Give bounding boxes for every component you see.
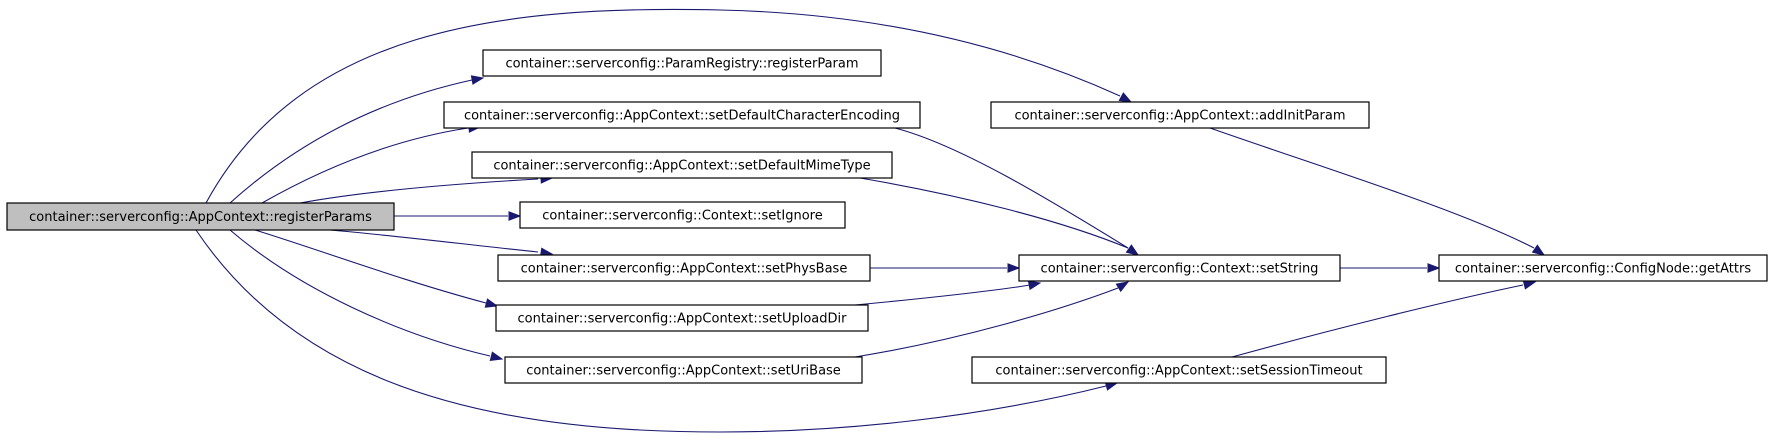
edge-line <box>854 284 1031 306</box>
edge-registerParams-to-setPhysBase <box>329 229 554 258</box>
edge-registerParams-to-setDefaultCharacterEncoding <box>261 123 482 204</box>
edge-line <box>205 8 1121 204</box>
arrowhead-icon <box>1125 244 1140 256</box>
node-box[interactable] <box>519 201 846 229</box>
node-label: container::serverconfig::AppContext::add… <box>1014 109 1345 124</box>
edge-setString-to-getAttrs <box>1340 263 1441 273</box>
edge-setDefaultMimeType-to-setString <box>859 177 1140 256</box>
edge-line <box>229 229 491 357</box>
node-box[interactable] <box>1438 254 1768 282</box>
node-registerParams[interactable]: container::serverconfig::AppContext::reg… <box>6 202 395 231</box>
edge-registerParams-to-setDefaultMimeType <box>299 173 554 204</box>
arrowhead-icon <box>470 75 485 85</box>
node-registerParam[interactable]: container::serverconfig::ParamRegistry::… <box>482 49 882 77</box>
edge-line <box>254 229 487 304</box>
node-label: container::serverconfig::AppContext::set… <box>521 262 848 277</box>
edge-registerParams-to-registerParam <box>229 75 485 204</box>
node-box[interactable] <box>990 101 1370 129</box>
node-label: container::serverconfig::Context::setIgn… <box>542 209 822 224</box>
edge-line <box>329 229 539 253</box>
edge-line <box>1231 284 1524 358</box>
node-setUploadDir[interactable]: container::serverconfig::AppContext::set… <box>495 304 869 332</box>
node-setPhysBase[interactable]: container::serverconfig::AppContext::set… <box>497 254 871 282</box>
node-box[interactable] <box>482 49 882 77</box>
arrowhead-icon <box>508 211 522 221</box>
node-label: container::serverconfig::ConfigNode::get… <box>1455 262 1751 277</box>
node-box[interactable] <box>443 101 921 129</box>
node-box[interactable] <box>6 202 395 231</box>
edge-setUriBase-to-setString <box>854 281 1130 358</box>
arrowhead-icon <box>489 351 504 361</box>
node-addInitParam[interactable]: container::serverconfig::AppContext::add… <box>990 101 1370 129</box>
arrowhead-icon <box>1027 280 1042 291</box>
edge-line <box>299 178 539 204</box>
call-nodes: container::serverconfig::AppContext::reg… <box>6 49 1768 384</box>
edge-addInitParam-to-getAttrs <box>1209 127 1546 256</box>
node-label: container::serverconfig::AppContext::set… <box>464 109 900 124</box>
node-box[interactable] <box>1018 254 1341 282</box>
node-box[interactable] <box>971 356 1387 384</box>
node-setIgnore[interactable]: container::serverconfig::Context::setIgn… <box>519 201 846 229</box>
node-setUriBase[interactable]: container::serverconfig::AppContext::set… <box>504 356 863 384</box>
arrowhead-icon <box>1118 92 1133 103</box>
edge-line <box>859 177 1129 249</box>
node-setDefaultCharacterEncoding[interactable]: container::serverconfig::AppContext::set… <box>443 101 921 129</box>
arrowhead-icon <box>1115 281 1130 293</box>
edge-line <box>261 127 469 204</box>
edge-registerParams-to-setUriBase <box>229 229 504 361</box>
edge-setPhysBase-to-setString <box>870 263 1021 273</box>
node-box[interactable] <box>497 254 871 282</box>
edge-registerParams-to-setUploadDir <box>254 229 499 308</box>
arrowhead-icon <box>484 298 499 308</box>
node-setSessionTimeout[interactable]: container::serverconfig::AppContext::set… <box>971 356 1387 384</box>
node-label: container::serverconfig::AppContext::set… <box>995 364 1362 379</box>
edge-registerParams-to-addInitParam <box>205 8 1133 204</box>
arrowhead-icon <box>1522 280 1537 290</box>
node-box[interactable] <box>471 151 893 179</box>
node-setDefaultMimeType[interactable]: container::serverconfig::AppContext::set… <box>471 151 893 179</box>
arrowhead-icon <box>1007 263 1021 273</box>
edge-line <box>894 127 1129 249</box>
edge-line <box>854 287 1119 358</box>
node-label: container::serverconfig::AppContext::set… <box>526 364 841 379</box>
node-setString[interactable]: container::serverconfig::Context::setStr… <box>1018 254 1341 282</box>
edge-line <box>1209 127 1535 249</box>
node-label: container::serverconfig::AppContext::set… <box>517 312 847 327</box>
node-box[interactable] <box>495 304 869 332</box>
node-label: container::serverconfig::AppContext::set… <box>493 159 870 174</box>
edge-line <box>195 229 1107 433</box>
call-edges <box>195 8 1546 433</box>
edge-setUploadDir-to-setString <box>854 280 1042 306</box>
edge-setSessionTimeout-to-getAttrs <box>1231 280 1537 358</box>
arrowhead-icon <box>1531 244 1546 256</box>
node-label: container::serverconfig::Context::setStr… <box>1041 262 1319 277</box>
node-label: container::serverconfig::ParamRegistry::… <box>505 57 858 72</box>
node-label: container::serverconfig::AppContext::reg… <box>29 210 372 225</box>
node-getAttrs[interactable]: container::serverconfig::ConfigNode::get… <box>1438 254 1768 282</box>
edge-line <box>229 79 473 204</box>
node-box[interactable] <box>504 356 863 384</box>
arrowhead-icon <box>1427 263 1441 273</box>
edge-registerParams-to-setIgnore <box>394 211 522 221</box>
